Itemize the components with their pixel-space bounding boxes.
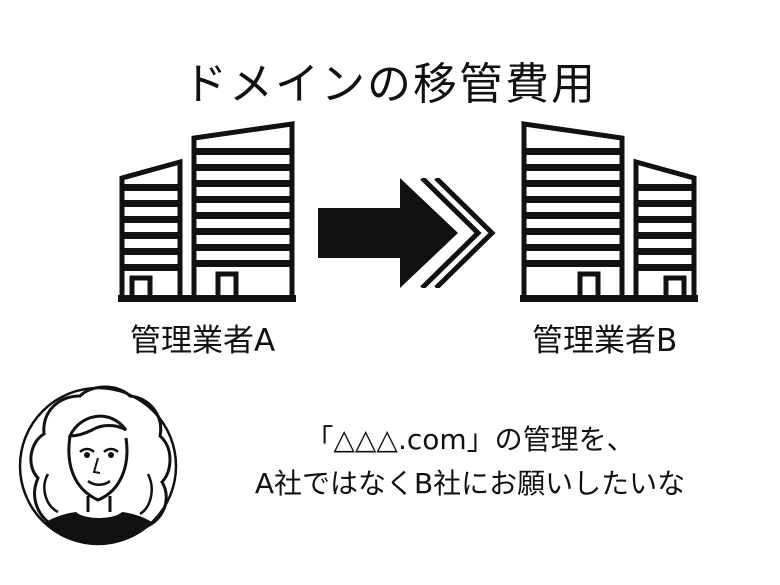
office-building-icon [118, 121, 296, 302]
speech-line-2: A社ではなくB社にお願いしたいな [254, 467, 686, 500]
label-company-a: 管理業者A [130, 323, 276, 359]
page-title: ドメインの移管費用 [183, 59, 597, 110]
label-company-b: 管理業者B [532, 323, 678, 359]
speech-line-1: 「△△△.com」の管理を、 [305, 423, 635, 456]
office-building-icon [520, 121, 698, 302]
speech-text: 「△△△.com」の管理を、 A社ではなくB社にお願いしたいな [190, 418, 750, 506]
woman-avatar-icon [18, 385, 178, 546]
transfer-arrow-icon [318, 178, 496, 288]
